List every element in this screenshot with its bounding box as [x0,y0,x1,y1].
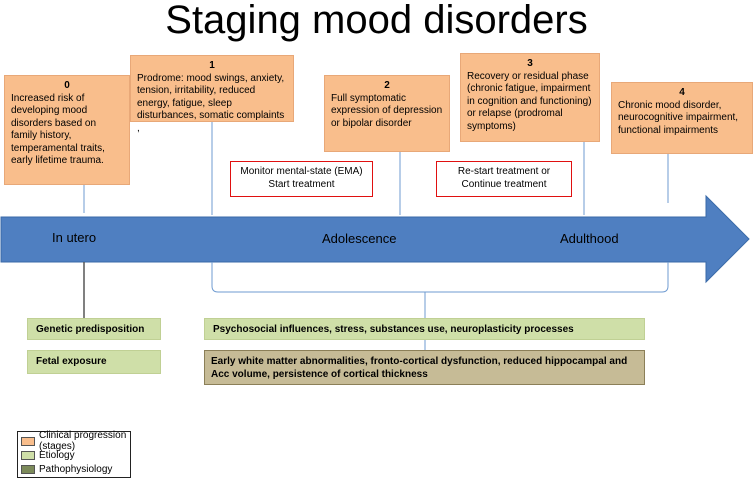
legend-swatch-pathophysiology [21,464,35,474]
action-restart-box: Re-start treatment or Continue treatment [436,161,572,197]
stage-0-text: Increased risk of developing mood disord… [11,92,105,167]
legend: Clinical progression (stages) Etiology P… [17,430,131,478]
etiology-fetal-box: Fetal exposure [27,350,161,374]
label-in-utero: In utero [52,230,97,245]
stage-1-box: 1 Prodrome: mood swings, anxiety, tensio… [130,55,294,134]
stage-0-box: 0 Increased risk of developing mood diso… [4,75,130,185]
action-monitor-line2: Start treatment [268,179,335,190]
stage-1-number: 1 [209,60,215,71]
etiology-psychosocial-box: Psychosocial influences, stress, substan… [204,318,645,340]
etiology-genetic-box: Genetic predisposition [27,318,161,340]
action-monitor-box: Monitor mental-state (EMA) Start treatme… [230,161,373,197]
legend-label-pathophysiology: Pathophysiology [39,463,113,475]
stage-0-number: 0 [64,80,70,91]
legend-label-stages: Clinical progression (stages) [39,430,127,452]
stage-2-number: 2 [384,80,390,91]
stage-3-text: Recovery or residual phase (chronic fati… [467,70,592,132]
action-restart-line1: Re-start treatment or [457,166,551,177]
stage-3-box: 3 Recovery or residual phase (chronic fa… [460,53,600,142]
action-monitor-line1: Monitor mental-state (EMA) [240,166,363,177]
legend-item-stages: Clinical progression (stages) [21,430,127,452]
timeline-arrow [0,194,750,284]
stage-2-text: Full symptomatic expression of depressio… [331,92,443,129]
legend-swatch-stages [21,436,35,446]
action-restart-line2: Continue treatment [461,179,547,190]
label-adulthood: Adulthood [560,231,619,246]
legend-label-etiology: Etiology [39,449,75,461]
label-adolescence: Adolescence [322,231,397,246]
diagram-title: Staging mood disorders [165,0,588,42]
lifespan-bracket [211,262,669,293]
pathophysiology-box: Early white matter abnormalities, fronto… [204,350,645,385]
stage-4-text: Chronic mood disorder, neurocognitive im… [618,99,739,136]
legend-swatch-etiology [21,450,35,460]
stage-4-number: 4 [679,87,685,98]
stage-4-box: 4 Chronic mood disorder, neurocognitive … [611,82,753,154]
stage-2-box: 2 Full symptomatic expression of depress… [324,75,450,152]
stage-1-text: Prodrome: mood swings, anxiety, tension,… [137,72,285,134]
stage-3-number: 3 [527,58,533,69]
legend-item-etiology: Etiology [21,448,127,462]
legend-item-pathophysiology: Pathophysiology [21,462,127,476]
